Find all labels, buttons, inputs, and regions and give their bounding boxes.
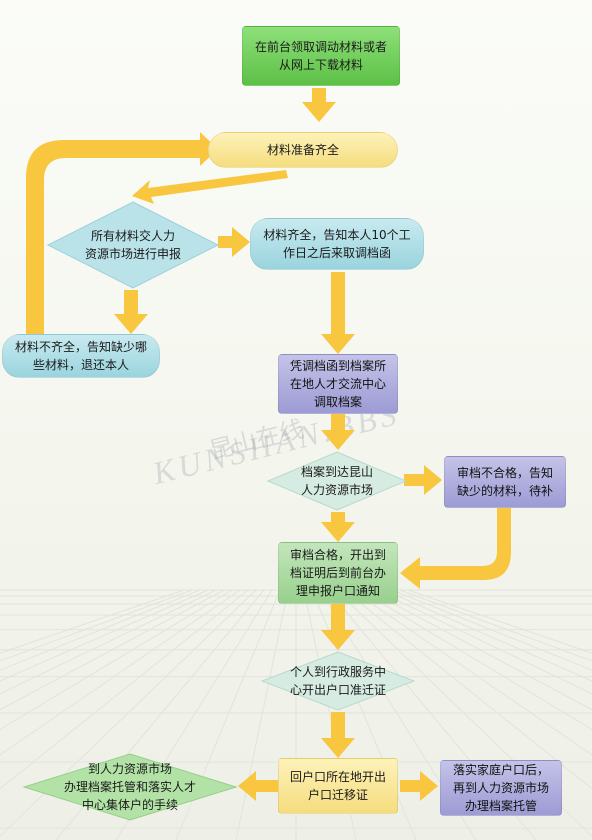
node-review-passed: 审档合格，开出到 档证明后到前台办 理申报户口通知 [278,542,398,604]
node-archive-arrives-text: 档案到达昆山 人力资源市场 [300,465,373,497]
arrow-7-to-9 [321,512,355,542]
arrow-3-to-5 [114,290,148,334]
node-retrieve-archive: 凭调档函到档案所 在地人才交流中心 调取档案 [278,354,398,414]
node-submit-to-market-text: 所有材料交人力 资源市场进行申报 [84,229,181,261]
arrow-3-to-4 [218,227,250,257]
node-transfer-permit: 个人到行政服务中 心开出户口准迁证 [260,650,416,712]
node-materials-complete: 材料齐全，告知本人10个工 作日之后来取调档函 [250,218,424,270]
arrow-2-to-3 [132,170,288,204]
arrow-11-to-12 [400,771,438,801]
node-migration-certificate: 回户口所在地开出 户口迁移证 [278,758,398,814]
arrow-7-to-8 [404,465,442,495]
node-materials-ready: 材料准备齐全 [208,132,398,168]
arrow-8-to-9 [400,508,511,589]
node-materials-incomplete: 材料不齐全，告知缺少哪 些材料，退还本人 [2,334,160,378]
arrow-4-to-6 [321,272,355,354]
node-archive-arrives: 档案到达昆山 人力资源市场 [266,450,408,512]
arrow-9-to-10 [321,604,355,650]
node-collect-materials: 在前台领取调动材料或者 从网上下载材料 [242,26,400,86]
node-collective-household-text: 到人力资源市场 办理档案托管和落实人才 中心集体户的手续 [63,762,196,812]
node-submit-to-market: 所有材料交人力 资源市场进行申报 [46,200,220,290]
arrow-10-to-11 [321,712,355,758]
arrow-5-to-2 [26,132,218,338]
arrow-1-to-2 [302,88,336,122]
arrow-11-to-13 [238,771,278,801]
node-review-failed: 审档不合格，告知 缺少的材料，待补 [444,456,566,508]
arrow-6-to-7 [321,414,355,450]
node-transfer-permit-text: 个人到行政服务中 心开出户口准迁证 [289,665,386,697]
node-family-household: 落实家庭户口后， 再到人力资源市场 办理档案托管 [440,760,562,816]
node-collective-household: 到人力资源市场 办理档案托管和落实人才 中心集体户的手续 [22,752,238,822]
